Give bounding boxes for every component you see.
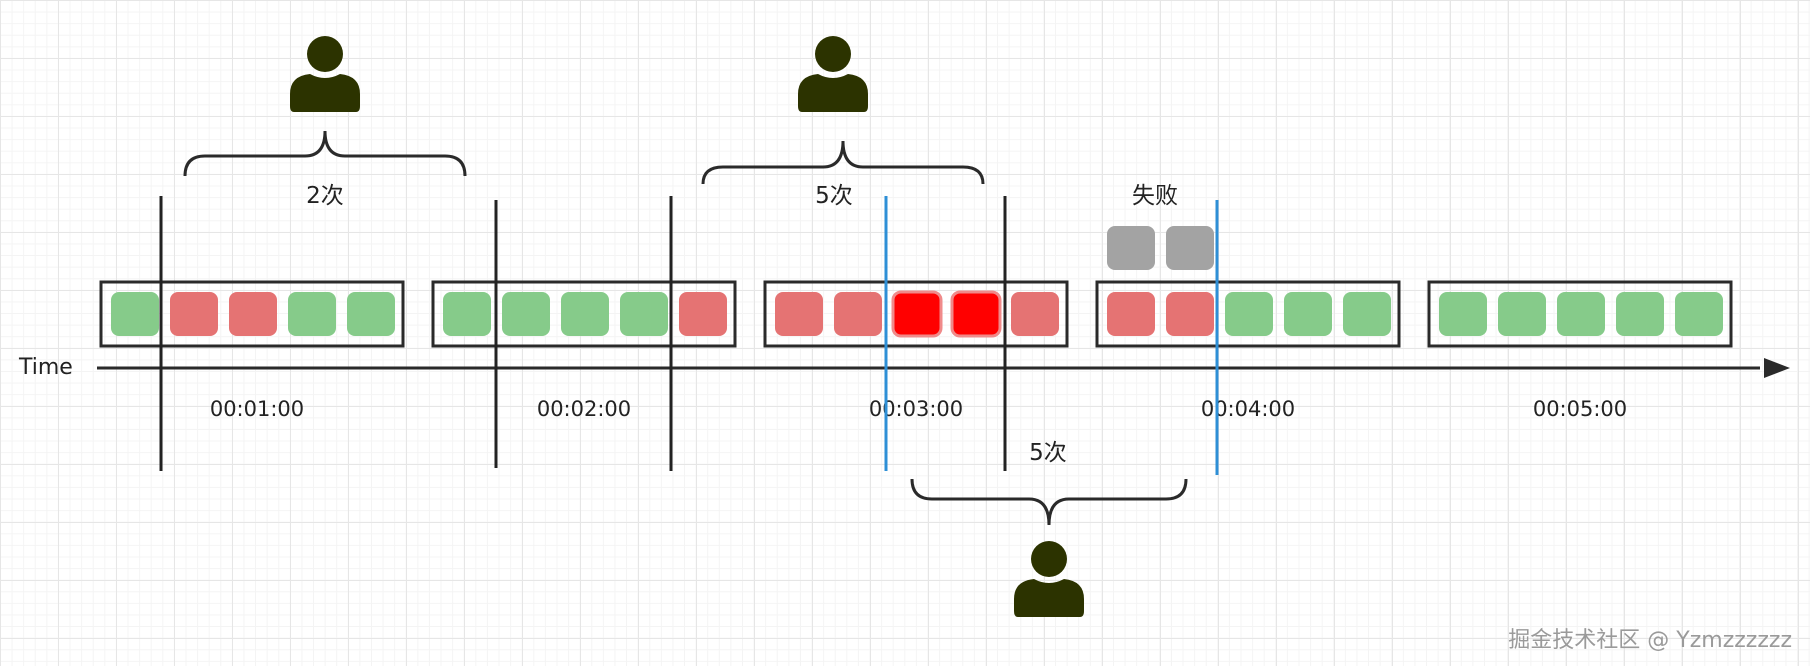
request-cell-fail — [775, 292, 823, 336]
brace-2 — [701, 140, 985, 185]
request-cell-ok — [1675, 292, 1723, 336]
request-cell-fail — [834, 292, 882, 336]
request-cell-ok — [502, 292, 550, 336]
request-cell-ok — [1439, 292, 1487, 336]
axis-arrowhead — [1764, 358, 1790, 378]
user-icon — [1014, 541, 1084, 617]
request-cell-ok — [1557, 292, 1605, 336]
request-cell-ok — [1343, 292, 1391, 336]
request-cell-ok — [347, 292, 395, 336]
time-window-2 — [431, 280, 737, 348]
request-cell-fail — [229, 292, 277, 336]
watermark: 掘金技术社区 @ Yzmzzzzzz — [1508, 628, 1792, 653]
request-cells — [111, 290, 1723, 338]
request-cell-fail — [1011, 292, 1059, 336]
request-cell-ok — [1284, 292, 1332, 336]
rejected-cell — [1166, 226, 1214, 270]
tick-label-1: 00:01:00 — [210, 397, 304, 421]
request-cell-ok — [288, 292, 336, 336]
request-cell-fail — [679, 292, 727, 336]
sliding-lines — [884, 196, 1219, 475]
request-cell-fail — [1107, 292, 1155, 336]
brace-1 — [183, 130, 467, 177]
tick-label-2: 00:02:00 — [537, 397, 631, 421]
brace-3 — [910, 478, 1188, 526]
request-cell-ok — [620, 292, 668, 336]
rejected-label: 失败 — [1132, 183, 1178, 209]
axis-label: Time — [18, 355, 73, 380]
time-window-4 — [1095, 280, 1401, 348]
brace-1-label: 2次 — [306, 183, 344, 209]
brace-2-label: 5次 — [815, 183, 853, 209]
request-cell-ok — [1225, 292, 1273, 336]
tick-label-3: 00:03:00 — [869, 397, 963, 421]
request-cell-ok — [1616, 292, 1664, 336]
boundary-lines — [159, 196, 1007, 471]
time-window-5 — [1427, 280, 1733, 348]
request-cell-ok — [1498, 292, 1546, 336]
request-cell-fail-strong — [891, 290, 943, 338]
user-icon — [290, 36, 360, 112]
request-cell-ok — [561, 292, 609, 336]
braces — [183, 130, 1188, 526]
tick-label-5: 00:05:00 — [1533, 397, 1627, 421]
request-cell-ok — [111, 292, 159, 336]
time-window-3 — [763, 280, 1069, 348]
time-window-1 — [99, 280, 405, 348]
time-axis: Time 00:01:00 00:02:00 00:03:00 00:04:00… — [18, 355, 1790, 421]
request-cell-fail-strong — [950, 290, 1002, 338]
request-cell-ok — [443, 292, 491, 336]
tick-label-4: 00:04:00 — [1201, 397, 1295, 421]
user-icon — [798, 36, 868, 112]
rejected-requests: 失败 — [1107, 183, 1214, 270]
request-cell-fail — [1166, 292, 1214, 336]
rejected-cell — [1107, 226, 1155, 270]
brace-3-label: 5次 — [1029, 440, 1067, 466]
request-cell-fail — [170, 292, 218, 336]
time-windows — [99, 280, 1733, 348]
